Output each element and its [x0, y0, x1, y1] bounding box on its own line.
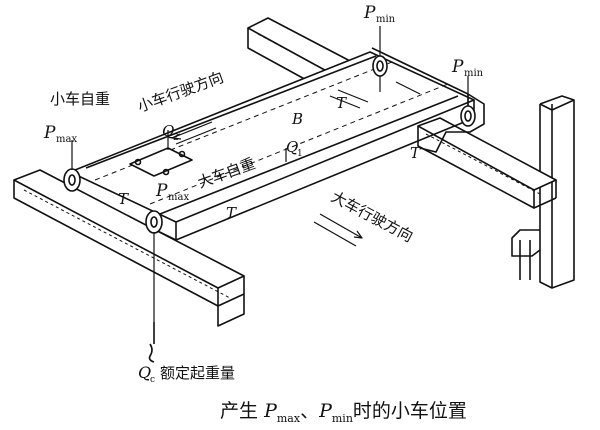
hook-icon	[148, 322, 155, 363]
svg-text:P: P	[451, 57, 464, 77]
bridge-direction-arrow	[313, 213, 363, 247]
near-runway-beam	[13, 169, 245, 327]
svg-text:max: max	[168, 192, 189, 203]
trolley-direction-label: 小车行驶方向	[135, 68, 226, 116]
tie-label-1: T	[336, 94, 347, 112]
svg-text:1: 1	[297, 149, 303, 159]
tie-bars	[329, 81, 421, 109]
wheel-right-far	[372, 55, 388, 77]
pmax-left-label: P max	[43, 123, 77, 145]
svg-text:P: P	[363, 3, 376, 23]
wheel-left-far	[145, 210, 163, 234]
tie-label-3: T	[118, 190, 129, 208]
right-runway-beam	[417, 117, 557, 209]
svg-text:min: min	[464, 68, 484, 79]
trolley-direction-arrow	[171, 121, 217, 145]
svg-text:c: c	[150, 375, 155, 385]
svg-text:额定起重量: 额定起重量	[160, 364, 235, 382]
svg-text:2: 2	[173, 133, 179, 143]
q1-label: Q 1	[286, 138, 303, 159]
wheel-right-near	[460, 105, 476, 127]
load-lines	[71, 26, 469, 322]
svg-text:P: P	[155, 181, 168, 201]
q2-label: Q 2	[162, 122, 179, 143]
pmax-center-label: P max	[155, 181, 189, 203]
svg-text:Q: Q	[162, 122, 174, 140]
tie-label-4: T	[226, 204, 237, 222]
svg-text:max: max	[56, 134, 77, 145]
svg-text:min: min	[376, 14, 396, 25]
wheel-left-near	[63, 168, 81, 192]
tie-label-2: T	[410, 144, 421, 162]
trolley-weight-label: 小车自重	[50, 90, 110, 108]
pmin-top-label: P min	[363, 3, 396, 25]
svg-text:P: P	[43, 123, 56, 143]
b-dimension-label: B	[291, 110, 303, 128]
qc-label: Q c 额定起重量	[138, 363, 235, 385]
svg-text:Q: Q	[286, 138, 298, 156]
svg-text:Q: Q	[138, 363, 151, 382]
figure-caption: 产生 Pmax、Pmin时的小车位置	[220, 400, 467, 425]
support-column	[511, 95, 575, 289]
pmin-right-label: P min	[451, 57, 484, 79]
trolley	[129, 147, 193, 177]
